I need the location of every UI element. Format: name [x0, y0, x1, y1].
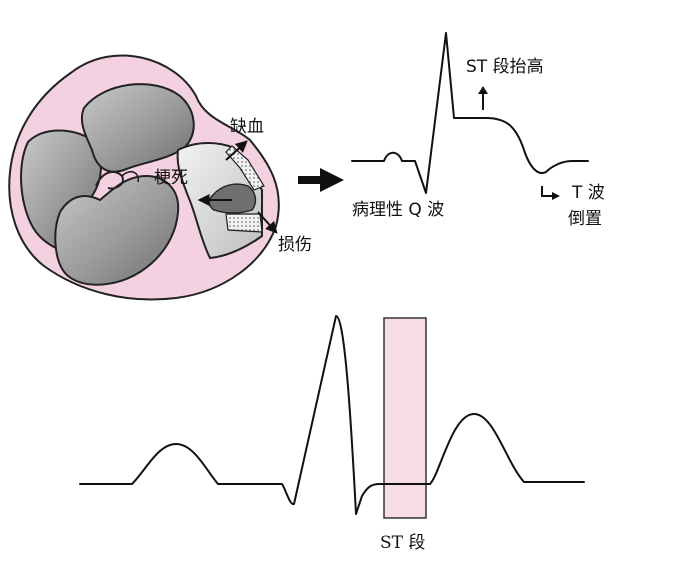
ischemia-band [225, 145, 265, 191]
t-wave-arrow [541, 186, 560, 200]
label-t-wave: T 波 [571, 183, 605, 203]
ecg-infarction-trace [351, 32, 589, 194]
label-injury: 损伤 [278, 235, 312, 255]
heart-cross-section [8, 54, 280, 301]
ischemia-pointer [225, 140, 248, 161]
st-elevation-arrow [478, 86, 488, 110]
label-ischemia: 缺血 [230, 117, 264, 137]
injury-band [225, 213, 263, 233]
ecg-normal-trace [79, 315, 585, 515]
label-st-elevation: ST 段抬高 [466, 57, 544, 77]
st-segment-highlight [383, 317, 427, 519]
left-ventricle [54, 174, 180, 286]
right-arrow-icon [298, 168, 344, 192]
label-t-inverted: 倒置 [568, 209, 602, 229]
label-st-segment: ST 段 [380, 533, 425, 553]
injury-pointer [257, 211, 278, 234]
necrosis-patch [208, 183, 257, 214]
label-pathologic-q: 病理性 Q 波 [352, 200, 444, 220]
label-infarction: 梗死 [154, 168, 188, 188]
atrium-chamber [80, 83, 195, 173]
